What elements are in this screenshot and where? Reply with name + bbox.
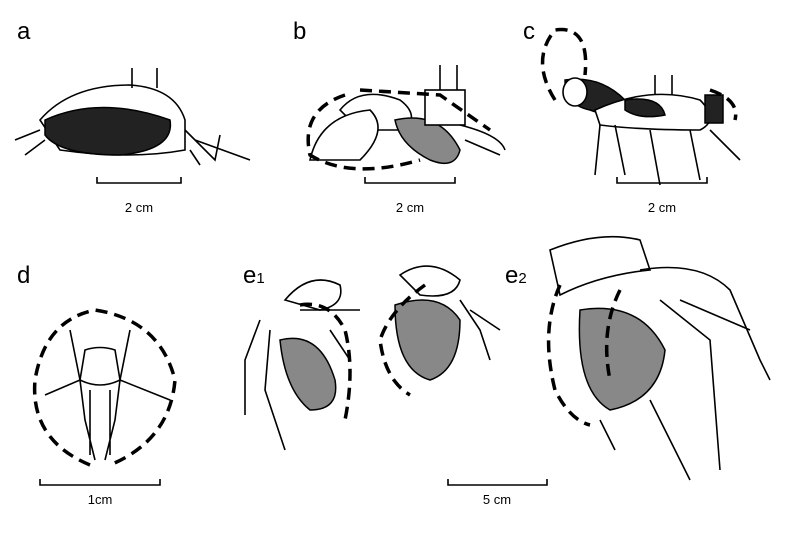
scale-label-a: 2 cm: [124, 200, 154, 215]
scale-label-e: 5 cm: [482, 492, 512, 507]
panel-label-c: c: [523, 18, 535, 45]
panel-label-e2-letter: e: [505, 262, 519, 289]
panel-label-b: b: [293, 18, 307, 45]
panel-label-a: a: [17, 18, 31, 45]
crab-e1-drawing: [244, 265, 501, 451]
panel-label-e1-letter: e: [243, 262, 257, 289]
crab-c-drawing: [540, 27, 741, 186]
scale-bars: [39, 177, 708, 486]
scale-label-c: 2 cm: [647, 200, 677, 215]
panel-label-e2: e2: [505, 262, 527, 290]
crab-d-drawing: [32, 308, 177, 467]
panel-label-e1: e1: [243, 262, 265, 290]
panel-label-d: d: [17, 262, 31, 289]
panel-label-e2-sub: 2: [518, 270, 527, 287]
crab-a-drawing: [14, 68, 251, 166]
crab-b-drawing: [306, 65, 506, 171]
scale-label-b: 2 cm: [395, 200, 425, 215]
panel-label-e1-sub: 1: [256, 270, 265, 287]
scale-label-d: 1cm: [87, 492, 113, 507]
crab-e2-drawing: [546, 235, 771, 481]
